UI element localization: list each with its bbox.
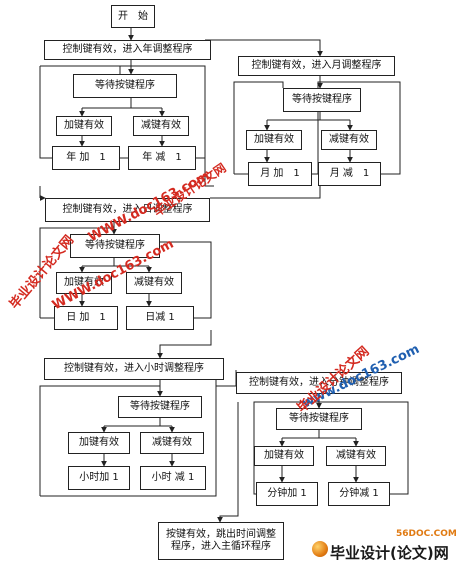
- edge-month-day: [210, 186, 321, 199]
- logo-ball-icon: [312, 541, 328, 557]
- edge-day-loop: [39, 227, 212, 319]
- month-sub-node: 月 减 1: [318, 162, 381, 186]
- hour-sub-node: 小时 减 1: [140, 466, 206, 490]
- hour-wait-node: 等待按键程序: [118, 396, 202, 418]
- edge-day-hour: [159, 330, 212, 358]
- day-wait-node: 等待按键程序: [70, 234, 160, 258]
- month-add-valid-node: 加键有效: [246, 130, 302, 150]
- edge-minute-exit: [217, 508, 239, 523]
- start-node: 开 始: [111, 5, 155, 28]
- day-enter-node: 控制键有效，进入日调整程序: [45, 198, 210, 222]
- day-sub-node: 日减 1: [126, 306, 194, 330]
- day-add-valid-node: 加键有效: [56, 272, 112, 294]
- day-add-node: 日 加 1: [54, 306, 118, 330]
- hour-enter-node: 控制键有效，进入小时调整程序: [44, 358, 224, 380]
- year-sub-valid-node: 减键有效: [133, 116, 189, 136]
- month-wait-node: 等待按键程序: [283, 88, 361, 112]
- edge-month-loop: [312, 81, 401, 175]
- edge-year-split: [81, 98, 163, 116]
- logo-text: 毕业设计(论文)网: [330, 544, 449, 562]
- minute-sub-valid-node: 减键有效: [326, 446, 386, 466]
- minute-sub-node: 分钟减 1: [328, 482, 390, 506]
- minute-wait-node: 等待按键程序: [276, 408, 362, 430]
- edge-hour-loop: [39, 380, 236, 497]
- year-add-valid-node: 加键有效: [56, 116, 112, 136]
- logo-site: 56DOC.COM: [396, 529, 457, 539]
- year-add-node: 年 加 1: [52, 146, 120, 170]
- minute-add-valid-node: 加键有效: [254, 446, 314, 466]
- year-enter-node: 控制键有效，进入年调整程序: [44, 40, 211, 60]
- hour-sub-valid-node: 减键有效: [140, 432, 204, 454]
- month-sub-valid-node: 减键有效: [321, 130, 377, 150]
- hour-add-node: 小时加 1: [68, 466, 130, 490]
- month-add-node: 月 加 1: [248, 162, 312, 186]
- exit-node: 按键有效，跳出时间调整程序，进入主循环程序: [158, 522, 284, 560]
- day-sub-valid-node: 减键有效: [126, 272, 182, 294]
- hour-add-valid-node: 加键有效: [68, 432, 130, 454]
- minute-enter-node: 控制键有效，进入分钟调整程序: [236, 372, 402, 394]
- minute-add-node: 分钟加 1: [256, 482, 318, 506]
- month-enter-node: 控制键有效，进入月调整程序: [238, 56, 395, 76]
- year-wait-node: 等待按键程序: [73, 74, 177, 98]
- year-sub-node: 年 减 1: [128, 146, 196, 170]
